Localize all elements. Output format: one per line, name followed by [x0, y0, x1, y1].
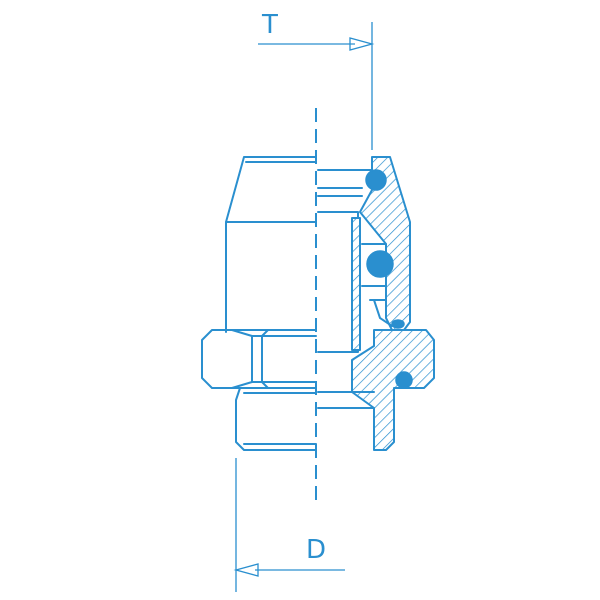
stem-bore [317, 391, 375, 409]
o-ring-lower [395, 371, 413, 389]
o-ring-middle [366, 250, 394, 278]
dimension-d-arrow [233, 563, 259, 577]
dimension-t-label: T [261, 10, 278, 40]
hex-nut-outline [201, 329, 317, 389]
cap-outline [225, 156, 317, 333]
dimension-d: D [233, 458, 345, 592]
o-ring-upper [365, 169, 387, 191]
o-ring-small [391, 319, 405, 329]
dimension-t: T [258, 10, 375, 150]
dimension-t-arrow [349, 37, 375, 51]
external-body [201, 156, 317, 451]
body-section [351, 329, 435, 451]
thread-stem-outline [235, 387, 317, 451]
dimension-d-label: D [306, 535, 326, 565]
section-view [317, 156, 435, 451]
collet-wall [351, 217, 361, 351]
